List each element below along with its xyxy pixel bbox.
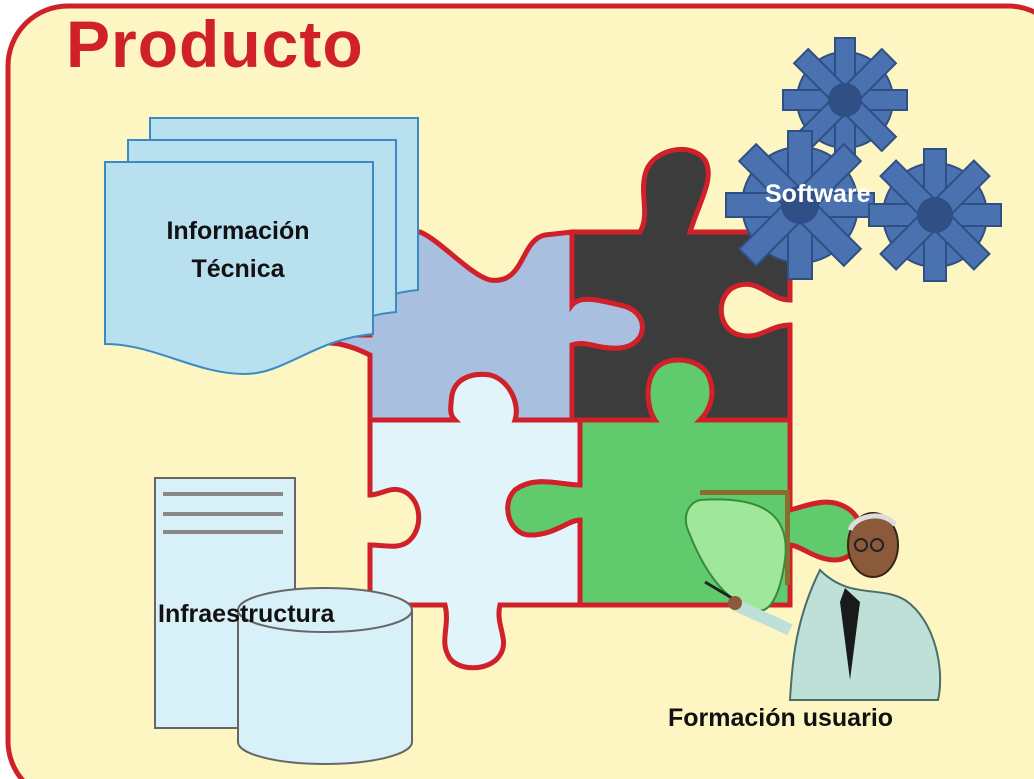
infraestructura-label: Infraestructura [158,600,335,628]
gears-icon [725,37,1002,282]
informacion-tecnica-line1: Información [166,217,310,245]
puzzle-piece-dark [569,146,793,423]
database-icon [237,587,413,765]
document-stack-icon [104,117,419,376]
trainer-presentation-icon [684,490,942,701]
formacion-usuario-label: Formación usuario [668,704,894,732]
page-title: Producto [66,7,364,81]
informacion-tecnica-line2: Técnica [191,255,285,283]
software-label: Software [765,180,871,208]
informacion-tecnica-label: Información Técnica [118,212,358,288]
